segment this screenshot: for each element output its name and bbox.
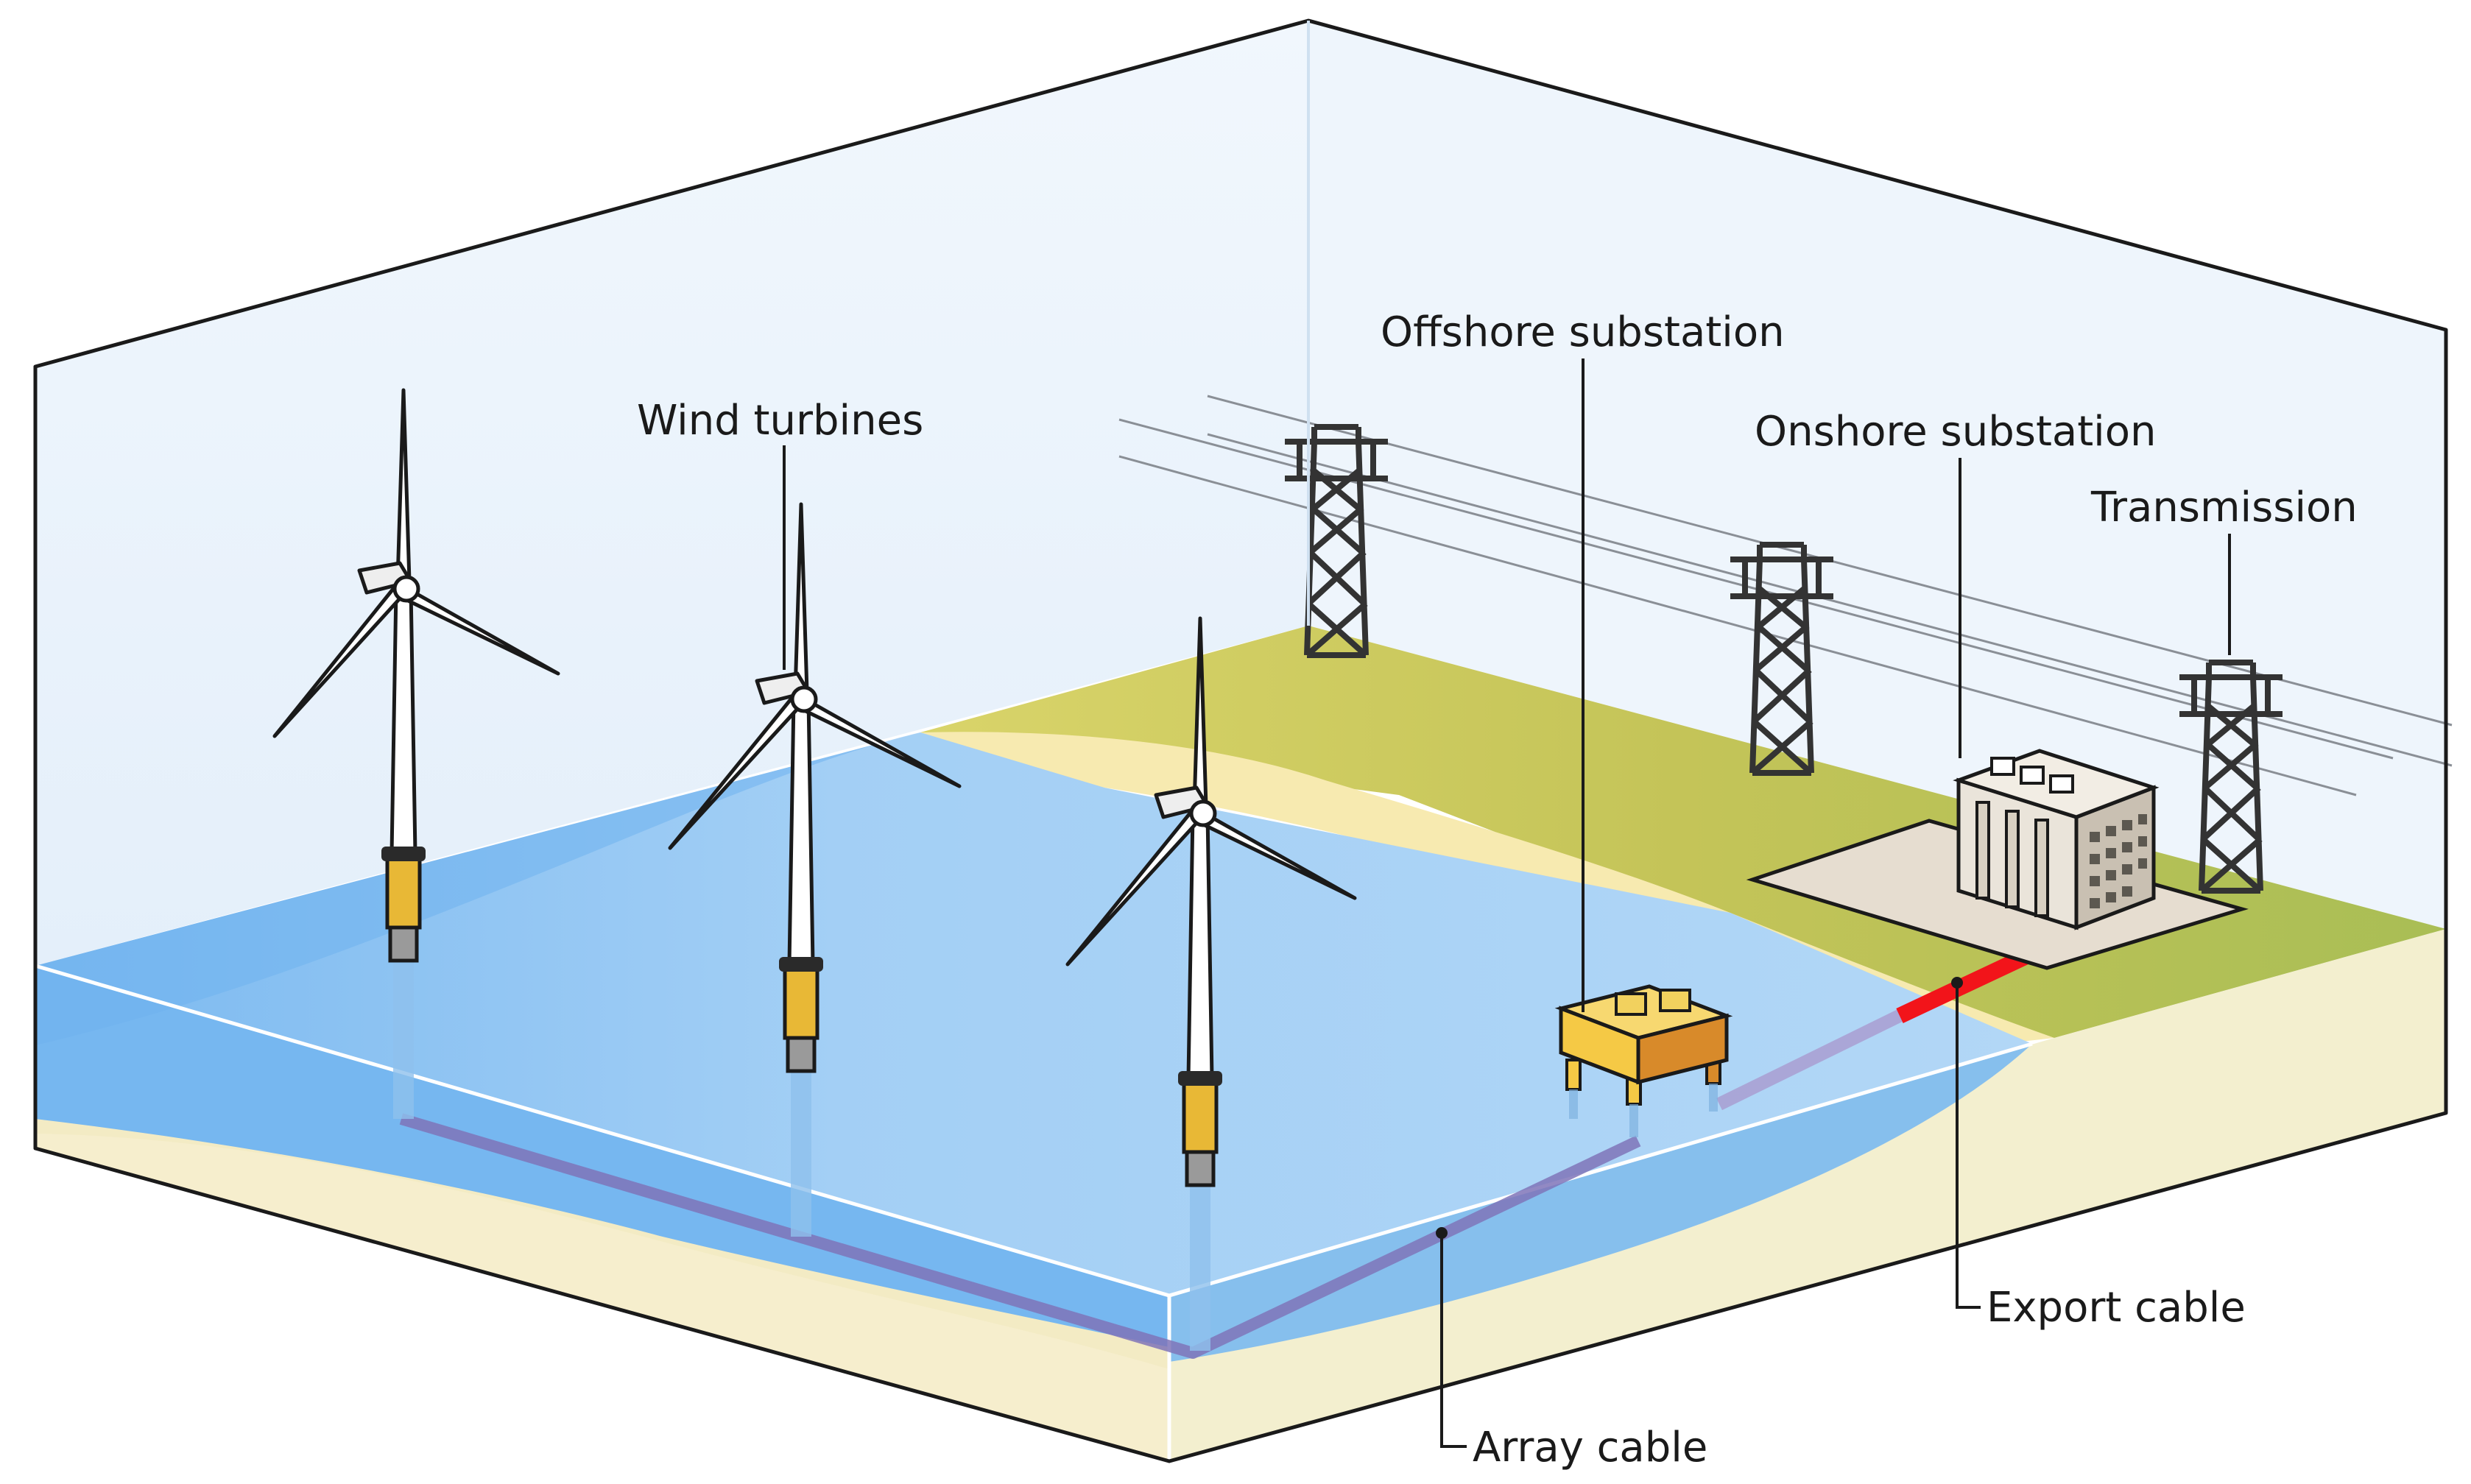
land-side <box>1169 929 2446 1461</box>
label-export-cable-text: Export cable <box>1987 1284 2246 1332</box>
building-windows <box>2090 814 2147 908</box>
scene-box <box>35 21 2446 966</box>
sea <box>35 732 2033 1461</box>
wire <box>1118 455 2357 796</box>
turbine-hub <box>1189 799 1217 827</box>
turbine-transition-piece <box>783 962 819 1040</box>
substation-piles-underwater <box>1569 1084 1718 1137</box>
turbine-pile-underwater <box>393 957 414 1119</box>
sea-side-face <box>1169 1044 2032 1362</box>
label-wind-turbines-text: Wind turbines <box>637 397 923 445</box>
label-onshore-substation: Onshore substation <box>1755 408 2156 758</box>
turbine-monopile <box>388 925 419 963</box>
pylon <box>1285 424 1388 658</box>
wind-turbine <box>1065 616 1357 1351</box>
pylon <box>2179 660 2283 894</box>
label-wind-turbines: Wind turbines <box>637 397 923 670</box>
label-array-cable: Array cable <box>1436 1227 1707 1471</box>
turbine-transition-piece <box>385 852 422 930</box>
turbine-pile-underwater <box>1190 1181 1210 1351</box>
label-onshore-substation-text: Onshore substation <box>1755 408 2156 456</box>
label-transmission: Transmission <box>2090 484 2358 655</box>
label-array-cable-leader <box>1440 1233 1467 1448</box>
back-wall-left <box>35 21 1308 966</box>
seabed-wave <box>35 1134 1169 1461</box>
turbine-ring <box>1178 1071 1222 1086</box>
export-cable-sea <box>1716 1002 1917 1111</box>
turbine-monopile <box>786 1036 817 1073</box>
back-wall-right <box>1308 21 2446 929</box>
pylon <box>1730 542 1833 776</box>
substation-side <box>1636 1013 1729 1085</box>
turbine-hub <box>790 685 818 713</box>
label-offshore-substation: Offshore substation <box>1381 308 1785 1012</box>
turbine-transition-piece <box>1182 1076 1219 1154</box>
turbine-tower <box>787 697 815 967</box>
turbine-ring <box>381 847 426 861</box>
onshore-substation <box>1746 749 2249 970</box>
building-columns <box>1975 801 2049 917</box>
cables <box>399 950 2028 1359</box>
roof-units <box>1990 757 2074 794</box>
turbine-hub <box>392 575 420 603</box>
label-array-cable-text: Array cable <box>1473 1424 1707 1471</box>
label-offshore-substation-text: Offshore substation <box>1381 308 1785 356</box>
offshore-substation <box>1554 984 1733 1137</box>
turbine-monopile <box>1185 1150 1216 1187</box>
array-cable-line <box>399 1113 1641 1359</box>
sea-shade <box>35 732 920 1045</box>
turbine-ring <box>779 957 823 972</box>
label-export-cable-leader <box>1956 983 1981 1309</box>
label-export-cable: Export cable <box>1951 977 2246 1332</box>
label-transmission-text: Transmission <box>2090 484 2358 531</box>
scene-outline <box>33 18 2448 1463</box>
wind-turbine <box>272 388 560 1119</box>
turbine-tower <box>389 587 417 856</box>
export-cable-land <box>1896 950 2028 1023</box>
wind-turbine <box>668 502 962 1237</box>
turbine-tower <box>1186 811 1214 1081</box>
turbine-pile-underwater <box>791 1067 811 1237</box>
substation-units <box>1615 989 1691 1016</box>
